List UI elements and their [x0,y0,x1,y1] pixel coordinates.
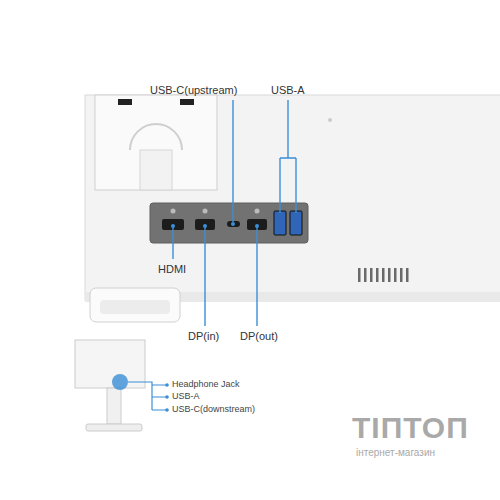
watermark: інтернет-магазин [356,447,435,459]
screw [203,209,208,214]
port-label: DP(in) [188,330,219,343]
dot [328,118,332,122]
port-label: DP(out) [240,330,278,343]
port-label: HDMI [158,263,186,276]
leader-dots [171,222,259,228]
usba-port [290,211,302,235]
port-label: USB-C(upstream) [150,84,237,97]
watermark: ТІПТОП [352,410,469,446]
screw [171,209,176,214]
usba-port [274,211,286,235]
mount-plate [95,95,217,190]
inset-highlight [112,374,128,390]
screw [255,209,260,214]
inset-stand [107,388,121,424]
stand-slot [100,300,170,314]
port-label: USB-C(downstream) [172,404,255,415]
port-label: USB-A [271,84,305,97]
port-label: Headphone Jack [172,379,240,390]
stand-neck [90,288,180,322]
monitor-back [85,95,500,300]
mount-hole [180,99,194,105]
mount-neck [140,150,172,190]
leader-lines [173,100,296,326]
port-label: USB-A [172,391,200,402]
vents [358,268,409,282]
inset-base [86,424,142,431]
inset-leaders [128,382,166,410]
mount-arc [130,124,182,150]
inset-dots [165,383,169,412]
mount-hole [118,99,132,105]
inset-monitor [75,340,145,388]
